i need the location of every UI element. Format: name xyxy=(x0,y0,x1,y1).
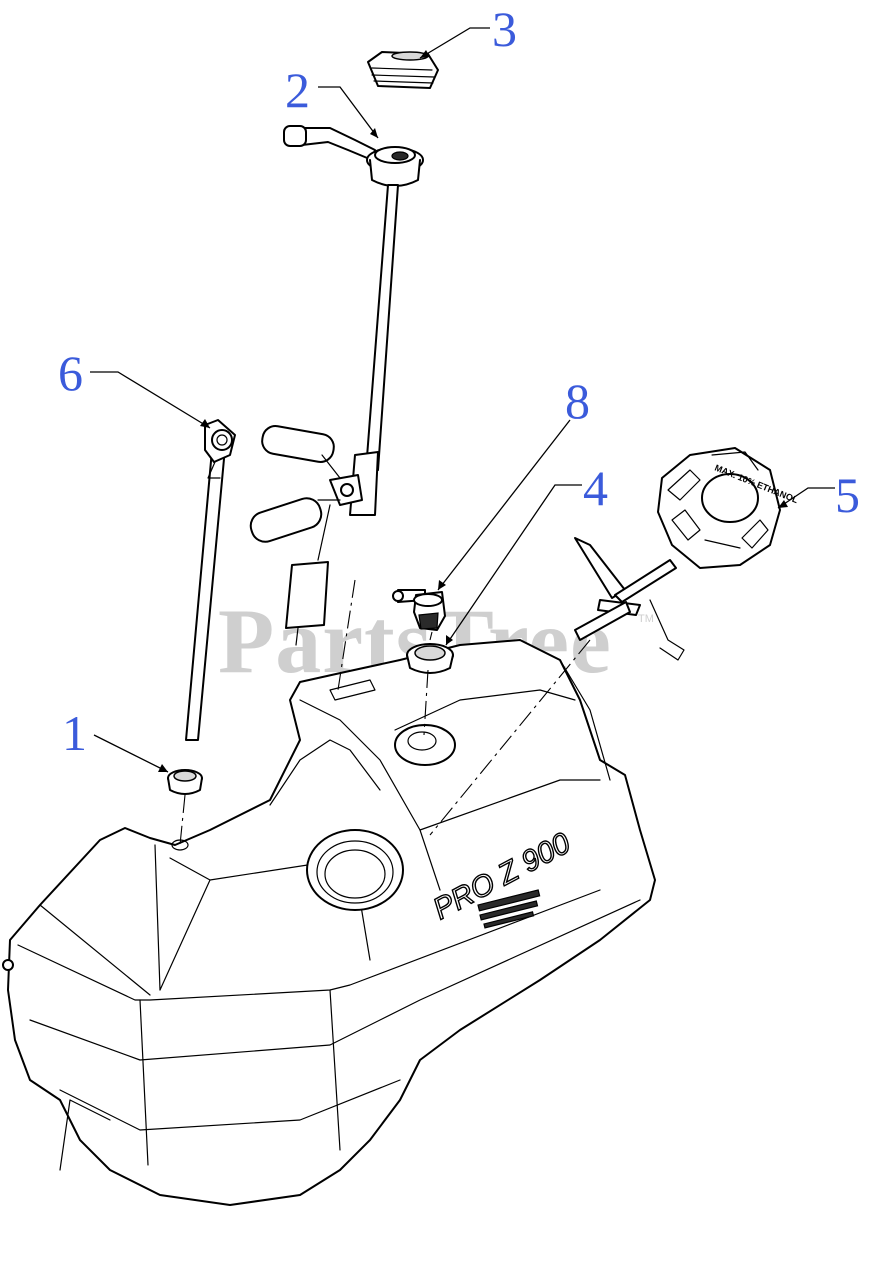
vent-fitting[interactable] xyxy=(392,589,446,631)
callout-8[interactable]: 8 xyxy=(437,373,590,591)
grommet-1[interactable] xyxy=(167,769,203,795)
callout-5[interactable]: 5 xyxy=(777,467,860,523)
callout-1-label: 1 xyxy=(62,705,87,761)
callout-4-label: 4 xyxy=(583,460,608,516)
callout-8-label: 8 xyxy=(565,373,590,429)
callout-6-label: 6 xyxy=(58,345,83,401)
grommet-4[interactable] xyxy=(406,643,454,674)
callout-3[interactable]: 3 xyxy=(419,1,517,59)
fuel-gauge-sender[interactable] xyxy=(247,125,424,646)
alignment-lines xyxy=(179,579,591,846)
callout-6[interactable]: 6 xyxy=(58,345,211,429)
fuel-tank[interactable]: PRO Z 900 xyxy=(2,639,656,1206)
callout-2[interactable]: 2 xyxy=(285,62,379,139)
callout-5-label: 5 xyxy=(835,467,860,523)
tank-decal xyxy=(477,889,541,929)
watermark-trademark: TM xyxy=(638,613,654,625)
callout-2-label: 2 xyxy=(285,62,310,118)
callout-3-label: 3 xyxy=(492,1,517,57)
callout-4[interactable]: 4 xyxy=(445,460,608,646)
gauge-cover[interactable] xyxy=(367,51,439,89)
fuel-pickup-tube[interactable] xyxy=(185,419,236,741)
callout-1[interactable]: 1 xyxy=(62,705,169,773)
